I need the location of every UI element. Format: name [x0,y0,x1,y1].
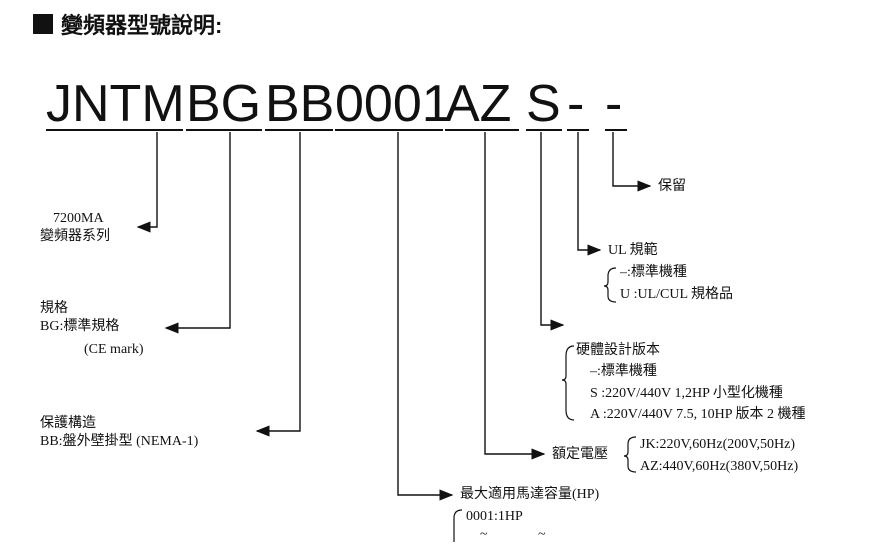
spec-label-line1: 規格 [40,301,68,316]
underline-series [46,129,183,131]
brace-hw [561,345,575,421]
underline-voltage [445,129,519,131]
ul-line2: U :UL/CUL 規格品 [620,287,734,302]
code-ul: - [567,75,585,133]
arrow-voltage [484,132,546,460]
code-enclosure: BB [265,75,335,133]
hw-line1: –:標準機種 [590,364,657,379]
hp-line2-tilde-2: ~ [538,527,546,542]
underline-hw [526,129,562,131]
voltage-line1: JK:220V,60Hz(200V,50Hz) [640,437,796,452]
voltage-line2: AZ:440V,60Hz(380V,50Hz) [640,459,799,474]
code-hp: 0001 [335,75,451,133]
arrow-enclosure [255,132,301,437]
code-hw-version: S [526,75,561,133]
square-bullet-icon [33,14,53,34]
underline-hp [335,129,443,131]
hw-line2: S :220V/440V 1,2HP 小型化機種 [590,386,783,401]
enclosure-label-line2: BB:盤外壁掛型 (NEMA-1) [40,434,199,449]
underline-reserved [605,129,627,131]
arrow-hp [397,132,454,501]
brace-ul [603,267,617,303]
ul-line1: –:標準機種 [620,265,687,280]
code-series: JNTM [46,75,185,133]
hp-line1: 0001:1HP [466,509,523,524]
arrow-hw [540,132,565,331]
underline-enclosure [265,129,333,131]
arrow-ul [577,132,602,256]
arrow-series [136,132,158,233]
code-reserved: - [605,75,623,133]
ul-title: UL 規範 [608,243,658,258]
brace-hp [453,509,463,542]
page-heading: 變頻器型號說明: [33,8,222,40]
spec-label-line3: (CE mark) [84,342,144,357]
code-voltage: AZ [445,75,512,133]
arrow-spec [164,132,231,334]
hw-title: 硬體設計版本 [576,343,660,358]
hp-title: 最大適用馬達容量(HP) [460,487,600,502]
underline-ul [567,129,589,131]
hp-line2-tilde: ~ [480,527,488,542]
code-spec: BG [186,75,262,133]
heading-text: 變頻器型號說明: [61,13,223,38]
enclosure-label-line1: 保護構造 [40,416,96,431]
series-label-line1: 7200MA [53,211,104,226]
brace-voltage [623,436,637,473]
voltage-title: 額定電壓 [552,447,608,462]
arrow-reserved [612,132,652,192]
reserved-label: 保留 [658,179,686,194]
series-label-line2: 變頻器系列 [40,229,110,244]
hw-line3: A :220V/440V 7.5, 10HP 版本 2 機種 [590,407,806,422]
spec-label-line2: BG:標準規格 [40,319,120,334]
underline-spec [186,129,262,131]
